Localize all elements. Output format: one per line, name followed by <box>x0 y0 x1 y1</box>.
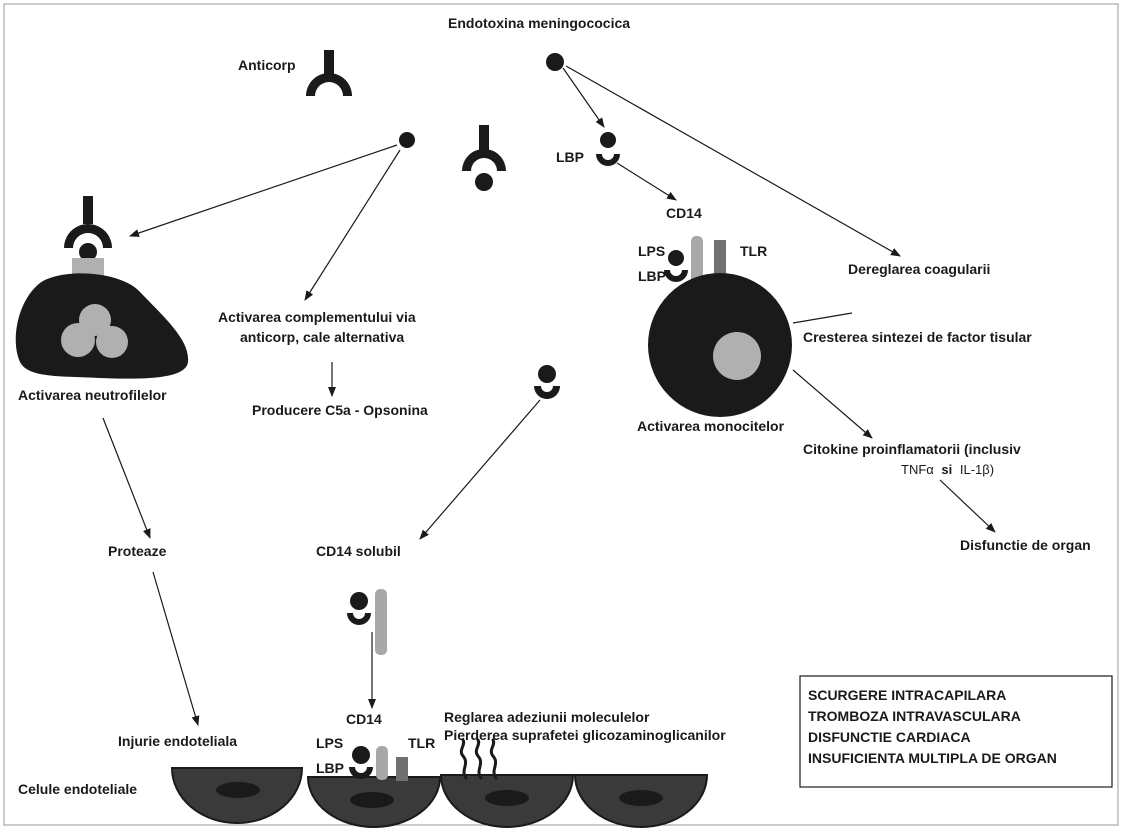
arrow-endotoxin-to-coag <box>565 65 901 257</box>
label-tlr-bottom: TLR <box>408 735 435 751</box>
label-pierderea: Pierderea suprafetei glicozaminoglicanil… <box>444 727 726 743</box>
label-citokine-tnf: TNFα si IL-1β) <box>901 462 994 477</box>
label-il: IL-1β) <box>960 462 994 477</box>
label-reglarea: Reglarea adeziunii moleculelor <box>444 709 650 725</box>
label-complement-1: Activarea complementului via <box>218 309 416 325</box>
outcome-box-lines: SCURGERE INTRACAPILARA TROMBOZA INTRAVASC… <box>808 687 1057 766</box>
label-si: si <box>941 462 952 477</box>
outcome-line: TROMBOZA INTRAVASCULARA <box>808 708 1021 724</box>
arrow-endotoxin-to-lbp <box>562 67 605 128</box>
endothelial-cell-3 <box>439 774 575 828</box>
antibody-icon <box>306 50 352 96</box>
neutrophil-cell-icon <box>15 196 189 379</box>
monocyte-cell-icon <box>648 236 792 417</box>
label-activ-mono: Activarea monocitelor <box>637 418 785 434</box>
endothelial-cell-4 <box>573 774 709 828</box>
title-endotoxina: Endotoxina meningococica <box>448 15 630 31</box>
label-cd14-solubil: CD14 solubil <box>316 543 401 559</box>
lbp-lps-complex-icon <box>596 132 620 166</box>
label-injurie: Injurie endoteliala <box>118 733 237 749</box>
endothelial-cell-2 <box>306 776 442 828</box>
label-lbp-top: LBP <box>556 149 584 165</box>
endothelial-cell-1 <box>170 767 304 824</box>
label-lbp-bottom: LBP <box>316 760 344 776</box>
arrows <box>102 65 996 726</box>
arrow-lbp-to-cd14-solubil <box>419 399 541 540</box>
label-disfunctie: Disfunctie de organ <box>960 537 1091 553</box>
label-producere: Producere C5a - Opsonina <box>252 402 428 418</box>
label-complement-2: anticorp, cale alternativa <box>240 329 404 345</box>
label-dereglarea: Dereglarea coagularii <box>848 261 990 277</box>
antibody-bound-icon <box>462 125 506 191</box>
label-lps-mono: LPS <box>638 243 665 259</box>
frame-border <box>3 3 1119 826</box>
arrow-citokine-to-disfunctie <box>939 479 996 533</box>
outcome-line: SCURGERE INTRACAPILARA <box>808 687 1006 703</box>
label-citokine-1: Citokine proinflamatorii (inclusiv <box>803 441 1021 457</box>
label-cresterea: Cresterea sintezei de factor tisular <box>803 329 1032 345</box>
label-tlr-mono: TLR <box>740 243 767 259</box>
label-cd14-top: CD14 <box>666 205 702 221</box>
label-anticorp: Anticorp <box>238 57 296 73</box>
arrow-proteaze-to-injurie <box>152 571 200 726</box>
label-cd14-bottom: CD14 <box>346 711 382 727</box>
line-mono-to-factor <box>792 312 853 324</box>
endotoxin-dot-top <box>546 53 564 71</box>
endotoxin-dot-left <box>399 132 415 148</box>
arrow-mono-to-citokine <box>792 369 873 439</box>
arrow-dot-to-neutrophil <box>129 144 398 237</box>
outcome-box <box>799 675 1113 788</box>
glycocalyx-icon <box>459 738 498 780</box>
outcome-line: DISFUNCTIE CARDIACA <box>808 729 971 745</box>
label-tnf: TNFα <box>901 462 934 477</box>
outcome-line: INSUFICIENTA MULTIPLA DE ORGAN <box>808 750 1057 766</box>
label-lps-bottom: LPS <box>316 735 343 751</box>
cd14-membrane-complex-icon <box>349 746 408 781</box>
lbp-lps-free-icon <box>534 365 560 399</box>
label-activ-neutro: Activarea neutrofilelor <box>18 387 167 403</box>
label-lbp-mono: LBP <box>638 268 666 284</box>
label-celule: Celule endoteliale <box>18 781 137 797</box>
arrow-neutrophil-to-proteaze <box>102 417 151 539</box>
arrow-dot-to-complement <box>304 149 401 301</box>
label-proteaze: Proteaze <box>108 543 167 559</box>
arrow-lbp-to-cd14 <box>616 162 677 201</box>
cd14-soluble-icon <box>347 589 387 655</box>
